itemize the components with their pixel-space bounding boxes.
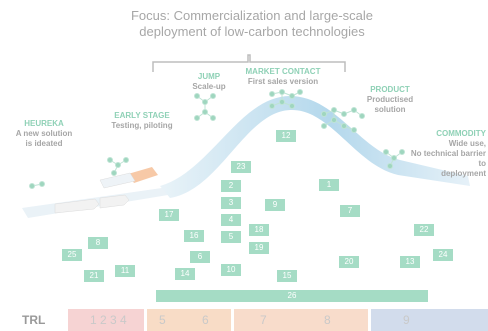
molecule-icon (194, 93, 216, 121)
box-16: 16 (184, 230, 204, 242)
molecule-icon (269, 89, 303, 109)
stage-jump-name: JUMP (197, 72, 221, 81)
stage-commodity-name: COMMODITY (436, 129, 486, 138)
title-line-2: deployment of low-carbon technologies (139, 24, 365, 39)
title-line-1: Focus: Commercialization and large-scale (130, 8, 374, 23)
box-17: 17 (159, 209, 179, 221)
box-3: 3 (221, 197, 241, 209)
box-18: 18 (249, 224, 269, 236)
stage-heureka-desc-1: A new solution (15, 129, 73, 138)
stage-jump: JUMP Scale-up (184, 72, 234, 92)
diagram-title: Focus: Commercialization and large-scale… (108, 8, 396, 40)
box-15: 15 (277, 270, 297, 282)
box-6: 6 (190, 251, 210, 263)
trl-label: TRL (22, 313, 46, 327)
step-arrow (99, 172, 136, 189)
stage-commodity-desc-4: deployment (441, 169, 486, 178)
stage-market-name: MARKET CONTACT (245, 67, 321, 76)
stage-early-desc-1: Testing, piloting (111, 121, 173, 130)
stage-commodity: COMMODITY Wide use, No technical barrier… (398, 129, 486, 179)
box-20: 20 (339, 256, 359, 268)
box-11: 11 (115, 265, 135, 277)
stage-commodity-desc-1: Wide use, (448, 139, 486, 148)
molecule-icon (29, 181, 45, 189)
stage-early-name: EARLY STAGE (114, 111, 170, 120)
stage-commodity-desc-2: No technical barrier (410, 149, 486, 158)
box-4: 4 (221, 214, 241, 226)
trl-bar-7-8 (234, 309, 368, 331)
box-21: 21 (84, 270, 104, 282)
stage-heureka: HEUREKA A new solution is ideated (4, 119, 84, 149)
trl-1-4-label: 1 2 3 4 (90, 313, 127, 327)
box-5: 5 (221, 231, 241, 243)
box-13: 13 (400, 256, 420, 268)
box-23: 23 (231, 161, 251, 173)
trl-6-label: 6 (202, 313, 209, 327)
stage-market: MARKET CONTACT First sales version (236, 67, 330, 87)
trl-8-label: 8 (324, 313, 331, 327)
stage-product-desc-1: Productised (366, 95, 414, 104)
step-arrow (54, 198, 100, 214)
box-2: 2 (221, 180, 241, 192)
stage-product-name: PRODUCT (370, 85, 410, 94)
stage-heureka-desc-2: is ideated (25, 139, 63, 148)
box-22: 22 (414, 224, 434, 236)
trl-bar-9 (371, 309, 488, 331)
box-1: 1 (319, 179, 339, 191)
box-25: 25 (62, 249, 82, 261)
curve-band (160, 96, 470, 198)
molecule-icon (321, 107, 365, 133)
stage-jump-desc-1: Scale-up (192, 82, 226, 91)
trl-5-label: 5 (159, 313, 166, 327)
box-8: 8 (88, 237, 108, 249)
stage-commodity-desc-3: to (478, 159, 486, 168)
focus-bracket (152, 54, 346, 72)
box-24: 24 (433, 249, 453, 261)
early-stage-highlight (128, 167, 158, 183)
box-9: 9 (265, 199, 285, 211)
trl-9-label: 9 (403, 313, 410, 327)
stage-early: EARLY STAGE Testing, piloting (104, 111, 180, 131)
stage-product: PRODUCT Productised solution (362, 85, 418, 115)
trl-7-label: 7 (260, 313, 267, 327)
trl-bar-1-4 (68, 309, 144, 331)
step-arrow (99, 194, 130, 209)
stage-heureka-name: HEUREKA (24, 119, 64, 128)
stage-market-desc-1: First sales version (247, 77, 319, 86)
box-12: 12 (276, 130, 296, 142)
trl-bar-5-6 (147, 309, 231, 331)
box-19: 19 (249, 242, 269, 254)
molecule-icon (383, 149, 405, 169)
stage-product-desc-2: solution (374, 105, 406, 114)
molecule-icon (107, 157, 129, 176)
box-26: 26 (156, 290, 428, 302)
box-14: 14 (175, 268, 195, 280)
box-10: 10 (221, 264, 241, 276)
box-7: 7 (340, 205, 360, 217)
